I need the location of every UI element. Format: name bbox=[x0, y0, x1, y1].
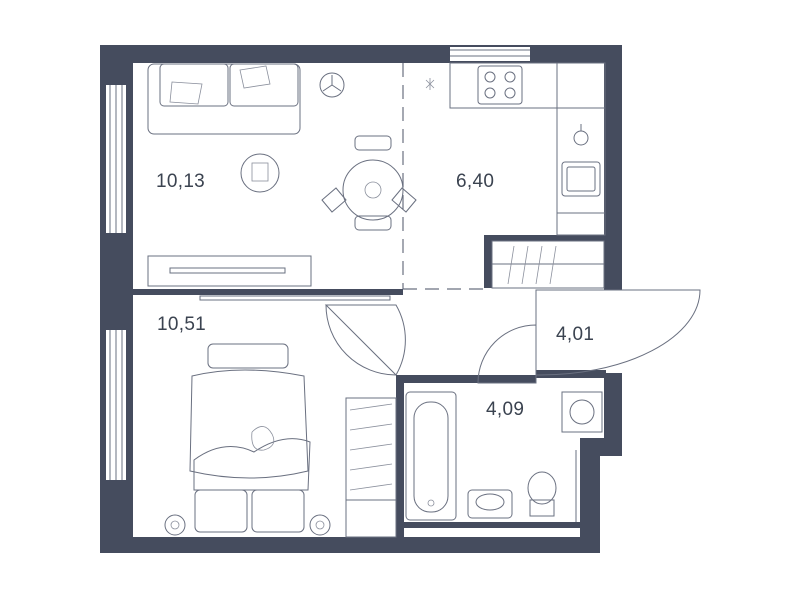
bathtub bbox=[405, 391, 457, 521]
ceiling-fan-icon bbox=[319, 72, 345, 98]
toilet-icon bbox=[527, 471, 557, 517]
washbasin-icon bbox=[467, 489, 513, 519]
bathroom-door bbox=[477, 324, 537, 384]
nightstand-lamp-right-icon bbox=[309, 514, 331, 536]
sofa bbox=[147, 63, 301, 135]
kitchen-counter bbox=[425, 62, 606, 236]
area-bathroom: 4,09 bbox=[486, 399, 524, 420]
bedroom-window-sill bbox=[199, 295, 391, 301]
stove-icon bbox=[477, 65, 523, 105]
area-living-room: 10,13 bbox=[156, 171, 205, 192]
area-bedroom: 10,51 bbox=[157, 314, 206, 335]
faucet-icon bbox=[573, 124, 589, 146]
star-light-icon bbox=[425, 78, 435, 90]
nightstand-lamp-left-icon bbox=[164, 514, 186, 536]
washing-machine-icon bbox=[561, 391, 603, 433]
tv-console bbox=[147, 255, 312, 287]
bedroom-wardrobe bbox=[345, 397, 397, 538]
entrance-door bbox=[535, 289, 701, 376]
walls bbox=[100, 45, 622, 553]
left-windows bbox=[106, 85, 126, 480]
bedroom-door bbox=[324, 304, 406, 376]
sink-icon bbox=[561, 161, 601, 197]
top-window bbox=[450, 47, 530, 61]
area-kitchen: 6,40 bbox=[456, 171, 494, 192]
hall-wardrobe bbox=[491, 240, 605, 289]
round-rug-icon bbox=[240, 153, 280, 193]
zone-divider bbox=[402, 63, 484, 290]
dining-table bbox=[321, 135, 417, 231]
area-hall: 4,01 bbox=[556, 324, 594, 345]
bed bbox=[189, 343, 311, 533]
